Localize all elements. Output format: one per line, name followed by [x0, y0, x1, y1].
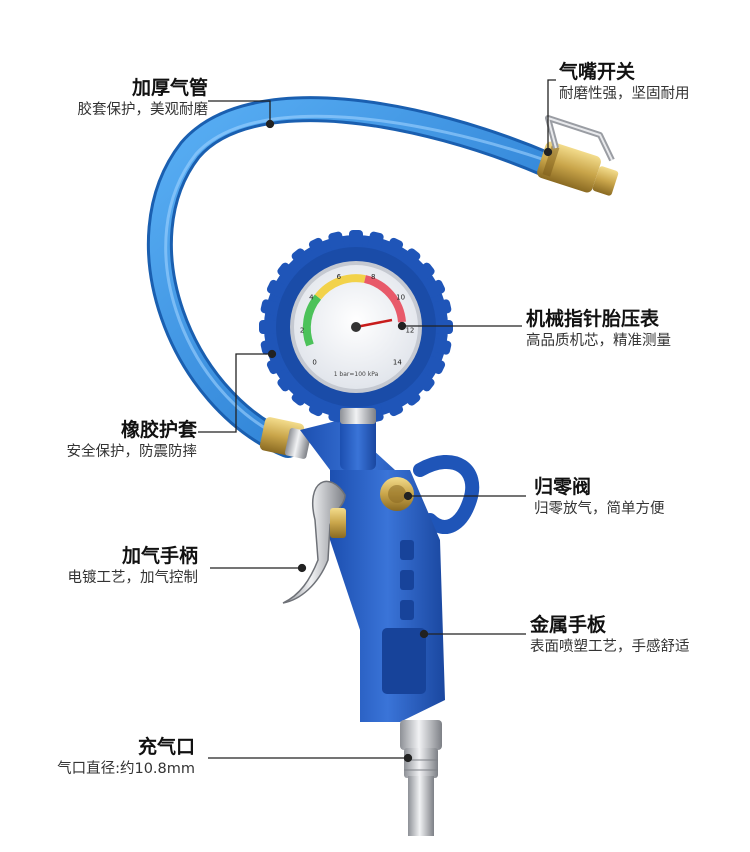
gauge-tooth	[415, 262, 435, 282]
callout-inlet: 充气口 气口直径:约10.8mm	[57, 735, 195, 779]
leader-gauge-dot	[397, 321, 407, 331]
gauge-tooth	[385, 396, 404, 417]
gauge-tooth	[291, 386, 311, 406]
leader-hose	[208, 100, 271, 124]
callout-gauge-sub: 高品质机芯，精准测量	[526, 333, 671, 349]
leader-rubber-sleeve	[198, 353, 272, 433]
gauge-tooth	[435, 320, 453, 334]
callout-hose-sub: 胶套保护，美观耐磨	[77, 102, 209, 118]
hose-fitting	[259, 417, 312, 459]
callout-inlet-sub: 气口直径:约10.8mm	[57, 761, 195, 777]
leader-trigger-dot	[297, 563, 307, 573]
callout-rubber-sub: 安全保护，防震防摔	[66, 444, 198, 460]
leader-inlet-dot	[403, 753, 413, 763]
gauge-tooth	[432, 338, 452, 355]
callout-handle: 金属手板 表面喷塑工艺，手感舒适	[530, 613, 690, 657]
gauge-tooth	[266, 356, 287, 375]
gauge-tooth	[425, 356, 446, 375]
gauge-tooth	[266, 279, 287, 298]
callout-rubber-sleeve: 橡胶护套 安全保护，防震防摔	[67, 418, 198, 462]
gauge-tooth	[432, 299, 452, 316]
gauge-number: 12	[405, 327, 414, 335]
gauge-tooth	[260, 299, 280, 316]
gauge-tooth	[277, 372, 297, 392]
gauge-tooth	[308, 396, 327, 417]
gauge-scale-numbers: 0 2 4 6 8 10 12 14	[300, 273, 415, 367]
gauge-unit-text: 1 bar=100 kPa	[334, 371, 379, 378]
gauge-rubber-teeth	[259, 230, 453, 424]
hose	[146, 96, 561, 458]
gauge-number: 14	[393, 359, 402, 367]
callout-nozzle-switch: 气嘴开关 耐磨性强，坚固耐用	[559, 60, 690, 104]
gauge-tooth	[385, 237, 404, 258]
gauge-tooth	[367, 231, 384, 251]
gauge-tooth	[328, 231, 345, 251]
gauge-number: 0	[312, 359, 316, 367]
gauge-tooth	[291, 248, 311, 268]
pressure-gauge: 0 2 4 6 8 10 12 14 1 bar=100 kPa	[259, 230, 453, 424]
leader-nozzle-dot	[543, 147, 553, 157]
gauge-tooth	[308, 237, 327, 258]
leader-nozzle	[547, 79, 556, 152]
callout-reset-title: 归零阀	[534, 476, 592, 498]
reset-valve-knob	[380, 477, 414, 511]
callout-trigger: 加气手柄 电镀工艺，加气控制	[68, 544, 199, 588]
callout-trigger-sub: 电镀工艺，加气控制	[67, 570, 199, 586]
gauge-tooth	[277, 262, 297, 282]
callout-handle-sub: 表面喷塑工艺，手感舒适	[530, 639, 690, 655]
gauge-tooth	[425, 279, 446, 298]
leader-reset-dot	[403, 491, 413, 501]
gauge-number: 6	[337, 273, 342, 281]
callout-reset-sub: 归零放气，简单方便	[534, 501, 665, 517]
gauge-number: 8	[371, 273, 375, 281]
callout-hose: 加厚气管 胶套保护，美观耐磨	[78, 76, 209, 120]
leader-handle-dot	[419, 629, 429, 639]
gauge-tooth	[260, 338, 280, 355]
air-chuck	[537, 115, 619, 196]
air-inlet	[400, 720, 442, 836]
callout-gauge: 机械指针胎压表 高品质机芯，精准测量	[526, 307, 671, 351]
callout-trigger-title: 加气手柄	[121, 545, 198, 567]
callout-handle-title: 金属手板	[530, 614, 607, 636]
callout-gauge-title: 机械指针胎压表	[526, 308, 660, 330]
callout-nozzle-sub: 耐磨性强，坚固耐用	[559, 86, 690, 102]
gauge-tooth	[259, 320, 277, 334]
callout-inlet-title: 充气口	[137, 736, 195, 758]
gauge-number: 10	[396, 294, 405, 302]
gauge-tooth	[401, 386, 421, 406]
gauge-number: 2	[300, 327, 304, 335]
trigger-lever	[282, 480, 346, 604]
leader-rubber-dot	[267, 349, 277, 359]
gauge-tooth	[401, 248, 421, 268]
callout-rubber-title: 橡胶护套	[120, 419, 197, 441]
callout-nozzle-title: 气嘴开关	[559, 61, 636, 83]
gauge-tooth	[415, 372, 435, 392]
callout-hose-title: 加厚气管	[131, 77, 208, 99]
gauge-tooth	[349, 230, 363, 248]
leader-lines	[198, 79, 556, 763]
leader-hose-dot	[265, 119, 275, 129]
gauge-number: 4	[309, 294, 314, 302]
callout-reset-valve: 归零阀 归零放气，简单方便	[534, 475, 665, 519]
